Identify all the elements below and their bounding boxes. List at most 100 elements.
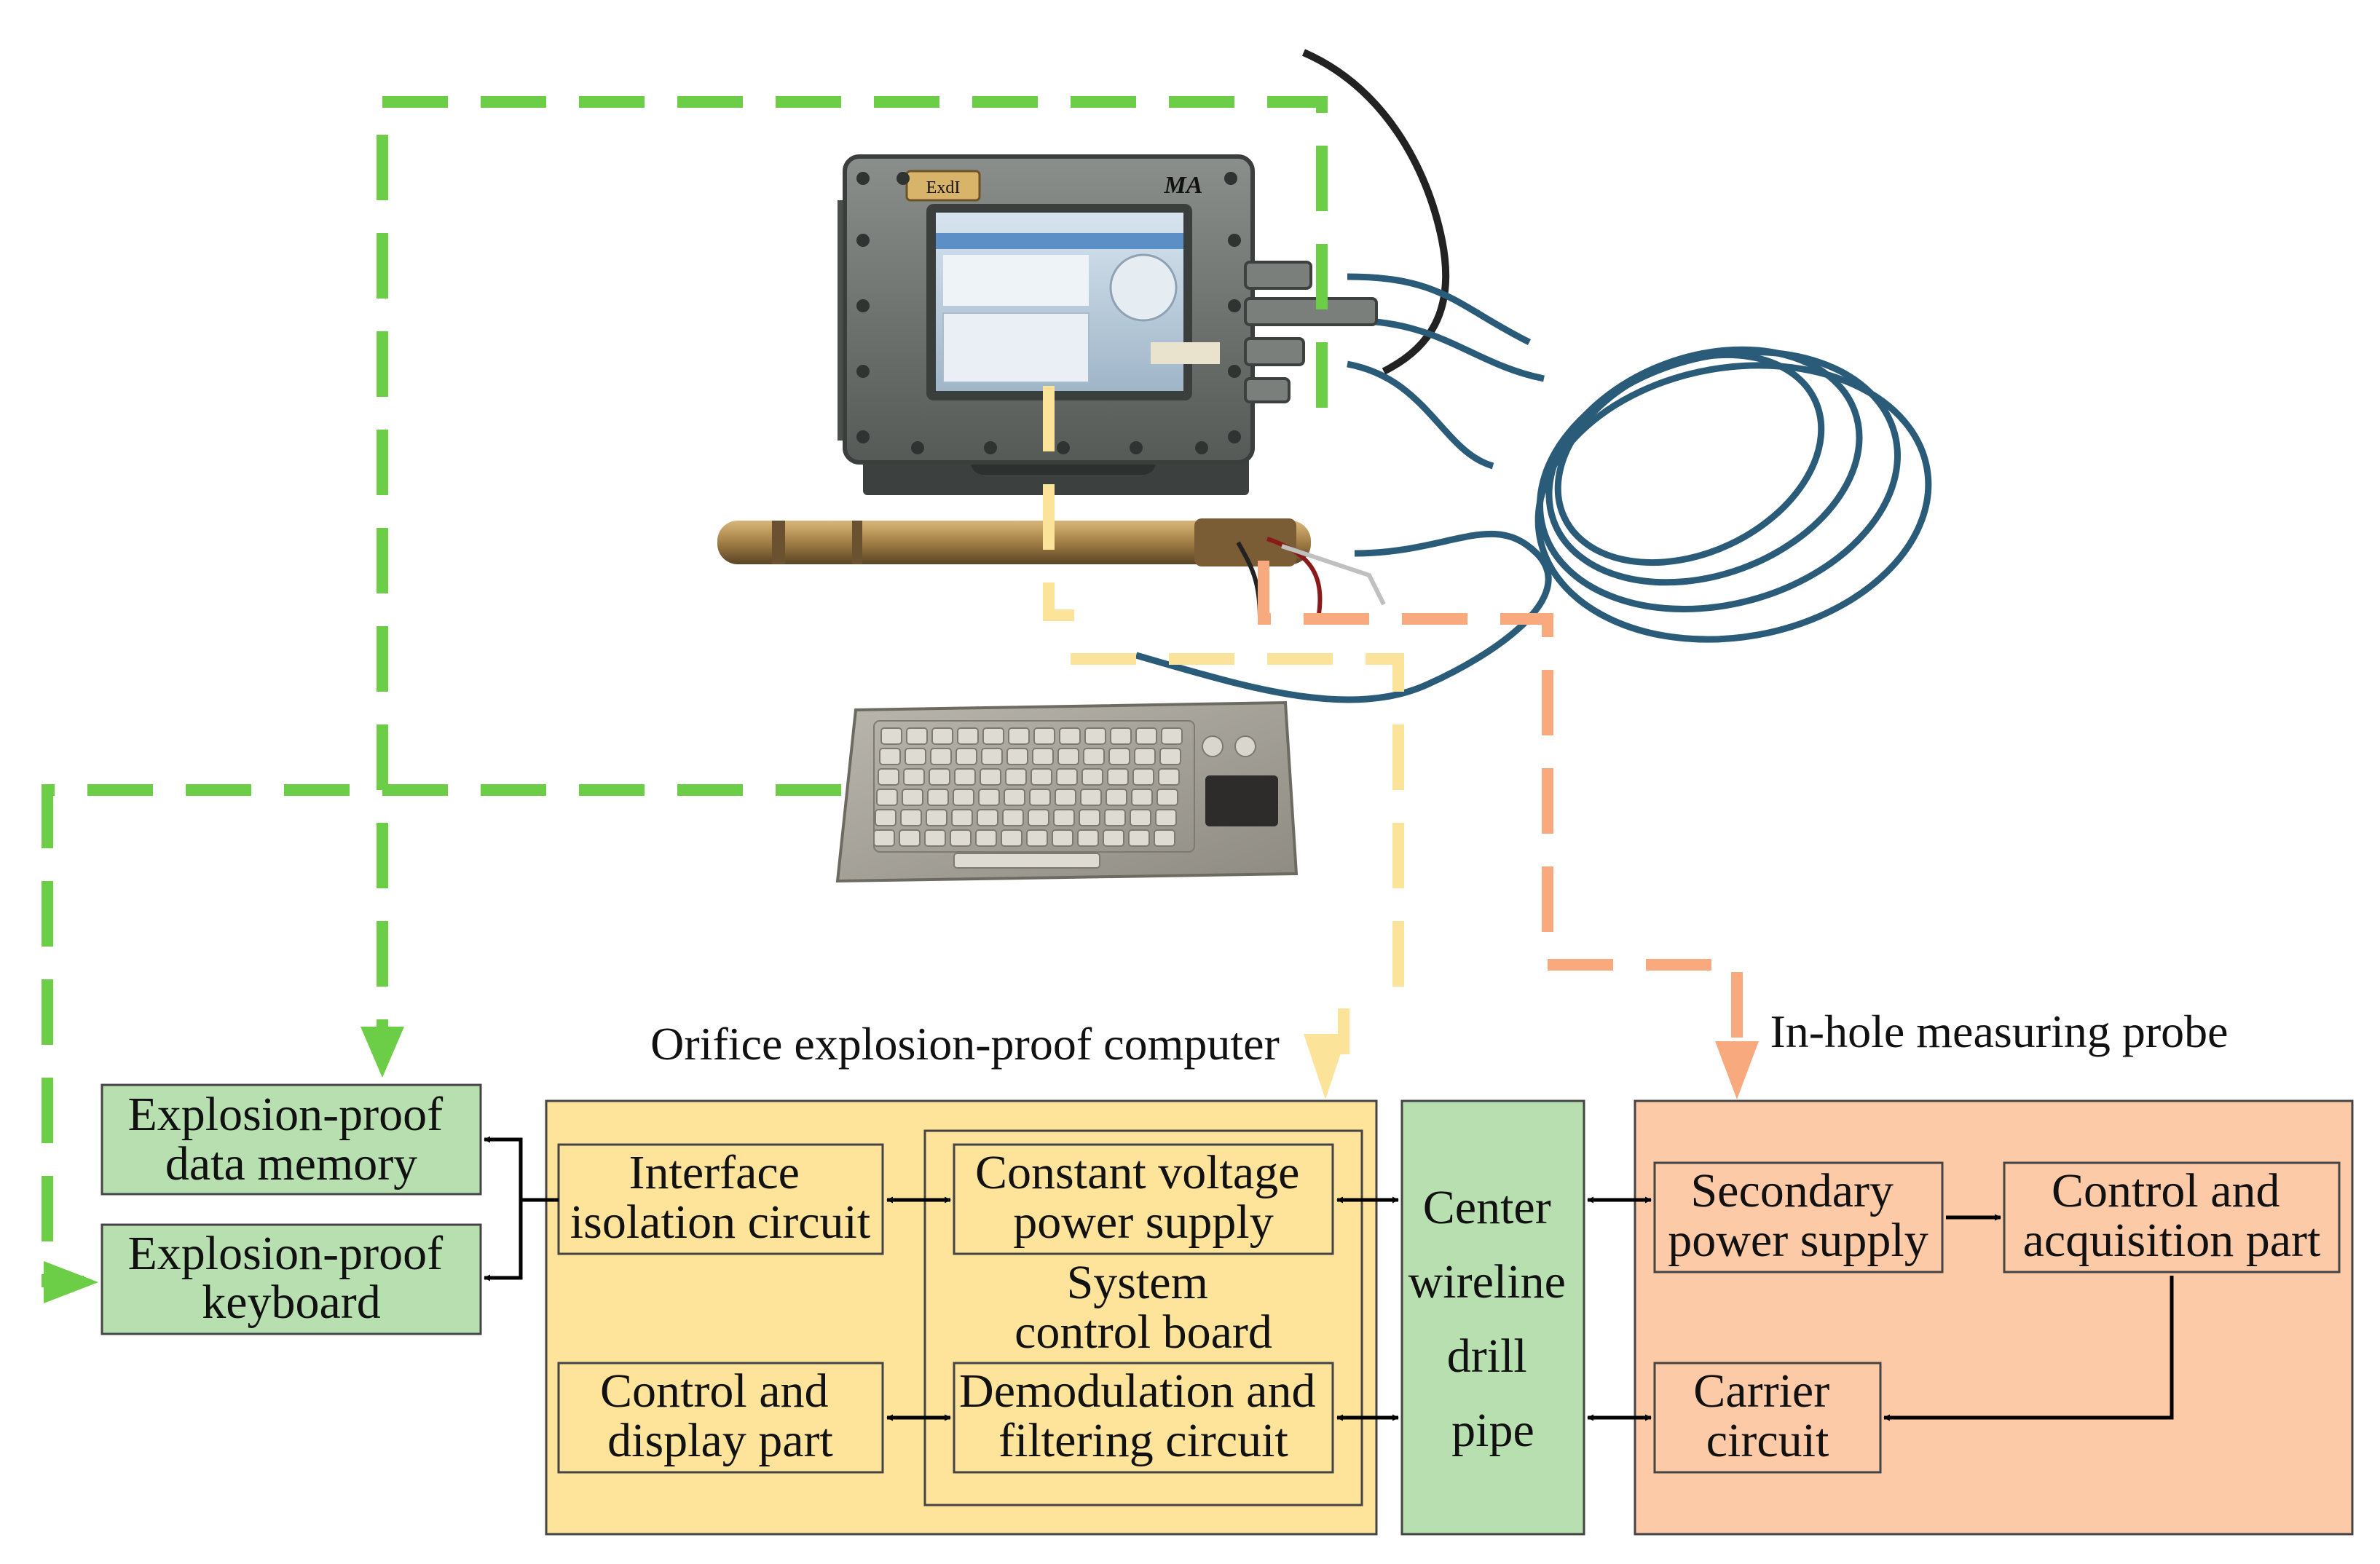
keyboard-keys <box>873 720 1195 853</box>
keyboard-key <box>1032 748 1054 765</box>
keyboard-block <box>101 1223 482 1335</box>
green-arrowhead-memory <box>360 1027 404 1078</box>
keyboard-key <box>953 789 974 806</box>
keyboard-key <box>924 829 946 847</box>
keyboard-line-2: keyboard <box>202 1276 381 1329</box>
keyboard-key <box>878 768 899 786</box>
keyboard-key <box>1033 727 1055 745</box>
keyboard-key <box>955 748 977 765</box>
keyboard-key <box>875 809 897 826</box>
keyboard-key <box>1056 768 1078 786</box>
wireline-label: Center wireline drill pipe <box>1408 1181 1578 1457</box>
interface-line-1: Interface <box>629 1146 800 1199</box>
green-arrowhead-keyboard <box>44 1261 98 1303</box>
yellow-arrowhead <box>1304 1034 1347 1099</box>
memory-label: Explosion-proof data memory <box>127 1088 454 1190</box>
keyboard-key <box>981 748 1003 765</box>
keyboard-key <box>980 768 1001 786</box>
secondary-power-line-2: power supply <box>1668 1214 1928 1267</box>
demod-label: Demodulation and filtering circuit <box>959 1364 1328 1467</box>
keyboard-key <box>876 789 898 806</box>
system-board-line-1: System <box>1067 1256 1208 1309</box>
keyboard-key <box>879 748 901 765</box>
probe-title: In-hole measuring probe <box>1770 1006 2228 1057</box>
control-acquisition-label: Control and acquisition part <box>2023 1164 2321 1267</box>
interface-label: Interface isolation circuit <box>570 1146 870 1249</box>
cv-power-block <box>953 1143 1334 1255</box>
control-acquisition-line-1: Control and <box>2052 1164 2279 1217</box>
keyboard-key <box>902 789 923 806</box>
keyboard-key <box>927 789 949 806</box>
secondary-power-block <box>1653 1161 1944 1273</box>
demod-line-2: filtering circuit <box>998 1414 1288 1467</box>
keyboard-label: Explosion-proof keyboard <box>127 1227 454 1329</box>
interface-line-2: isolation circuit <box>570 1196 870 1249</box>
bracket-line <box>484 1136 559 1202</box>
black-cable <box>1301 49 1450 375</box>
keyboard-key <box>1002 809 1024 826</box>
keyboard-key <box>1005 768 1027 786</box>
carrier-line-2: circuit <box>1706 1414 1829 1467</box>
keyboard-key <box>1008 727 1030 745</box>
memory-block <box>101 1083 482 1196</box>
control-acquisition-block <box>2003 1161 2341 1273</box>
keyboard-key <box>1161 727 1183 745</box>
keyboard-key <box>1104 809 1126 826</box>
key-grid <box>873 727 1183 869</box>
keyboard-key <box>1110 727 1132 745</box>
keyboard-key <box>954 768 976 786</box>
keyboard-key <box>905 748 926 765</box>
keyboard-key <box>950 829 972 847</box>
memory-line-2: data memory <box>165 1137 417 1190</box>
keyboard-key <box>1155 809 1177 826</box>
cv-power-label: Constant voltage power supply <box>975 1146 1312 1249</box>
keyboard-key <box>1106 789 1127 806</box>
keyboard-key <box>1052 829 1073 847</box>
demod-line-1: Demodulation and <box>959 1364 1315 1418</box>
wireline-line-3: drill <box>1447 1330 1527 1383</box>
keyboard-key <box>1004 789 1025 806</box>
carrier-block <box>1653 1362 1882 1474</box>
control-display-label: Control and display part <box>600 1364 840 1467</box>
keyboard-key <box>1081 768 1103 786</box>
demod-block <box>953 1362 1334 1474</box>
keyboard-key <box>957 727 979 745</box>
keyboard-key <box>1158 768 1180 786</box>
keyboard-key <box>1055 789 1076 806</box>
arrow-control-carrier <box>1883 1276 2174 1421</box>
keyboard-key <box>930 748 952 765</box>
keyboard-key <box>982 727 1004 745</box>
keyboard-key <box>1029 789 1051 806</box>
system-control-board <box>923 1129 1363 1506</box>
keyboard-key <box>1006 748 1028 765</box>
keyboard-key <box>1083 748 1105 765</box>
black-arrows <box>484 1136 2174 1421</box>
equipment-photo: ExdI MA <box>717 49 1932 883</box>
keyboard-key <box>1131 789 1153 806</box>
secondary-power-line-1: Secondary <box>1690 1164 1894 1217</box>
keyboard-key <box>951 809 973 826</box>
bracket-line-keyboard <box>484 1200 523 1281</box>
keyboard-key <box>1079 809 1100 826</box>
interface-block <box>557 1143 884 1255</box>
memory-line-1: Explosion-proof <box>127 1088 443 1141</box>
control-display-line-2: display part <box>607 1414 833 1467</box>
device-badge: ExdI <box>926 178 961 197</box>
keyboard-key <box>975 829 997 847</box>
wireline-line-4: pipe <box>1451 1404 1534 1457</box>
keyboard-key <box>903 768 925 786</box>
carrier-label: Carrier circuit <box>1693 1364 1841 1467</box>
keyboard-key <box>1107 768 1129 786</box>
control-display-block <box>557 1362 884 1474</box>
keyboard-key <box>1031 768 1052 786</box>
keyboard-key <box>1132 768 1154 786</box>
secondary-power-label: Secondary power supply <box>1668 1164 1928 1267</box>
keyboard-key <box>1134 748 1156 765</box>
wireline-line-2: wireline <box>1408 1255 1566 1308</box>
explosion-proof-computer-unit: ExdI MA <box>838 154 1378 495</box>
keyboard-key <box>977 809 998 826</box>
keyboard-key <box>873 829 895 847</box>
keyboard-key <box>1059 727 1081 745</box>
keyboard-key <box>1077 829 1099 847</box>
